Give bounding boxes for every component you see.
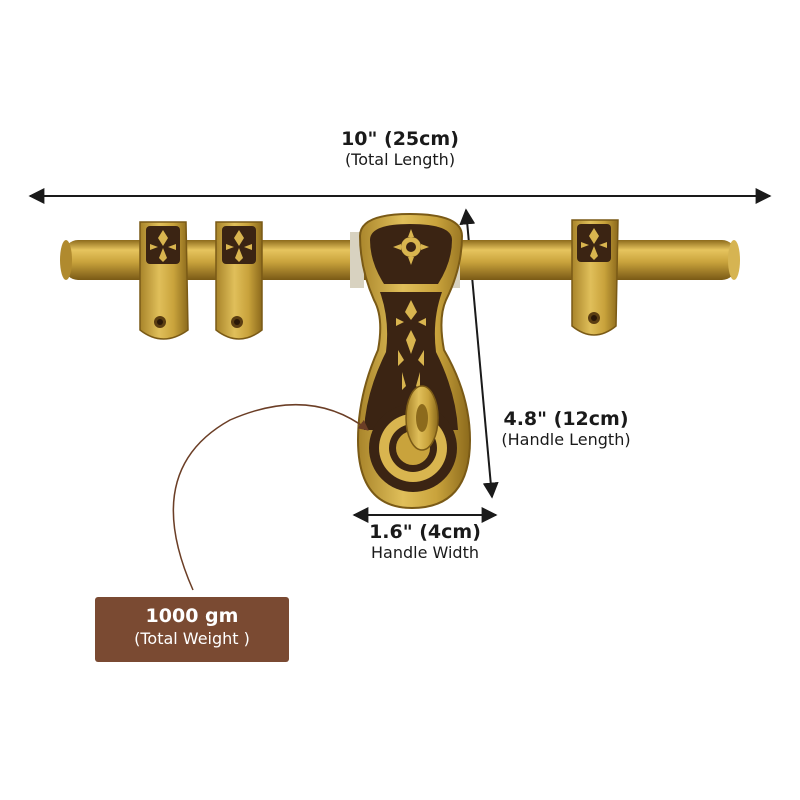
handle-width-label: 1.6" (4cm) Handle Width [340, 521, 510, 562]
total-length-label: 10" (25cm) (Total Length) [300, 128, 500, 169]
guide-bracket-right [571, 219, 619, 336]
handle-width-value: 1.6" (4cm) [369, 521, 481, 543]
total-weight-badge: 1000 gm (Total Weight ) [95, 597, 289, 662]
handle-width-caption: Handle Width [371, 543, 479, 562]
weight-pointer-arrow [172, 403, 369, 591]
handle-length-value: 4.8" (12cm) [503, 408, 629, 430]
total-length-value: 10" (25cm) [341, 128, 459, 150]
guide-bracket-left-1 [139, 221, 189, 340]
total-length-caption: (Total Length) [344, 150, 456, 169]
guide-bracket-left-2 [215, 221, 263, 340]
handle-length-label: 4.8" (12cm) (Handle Length) [486, 408, 646, 449]
decorative-handle [350, 212, 472, 510]
handle-length-caption: (Handle Length) [501, 430, 631, 449]
total-weight-value: 1000 gm [145, 605, 239, 627]
total-weight-caption: (Total Weight ) [134, 629, 250, 648]
